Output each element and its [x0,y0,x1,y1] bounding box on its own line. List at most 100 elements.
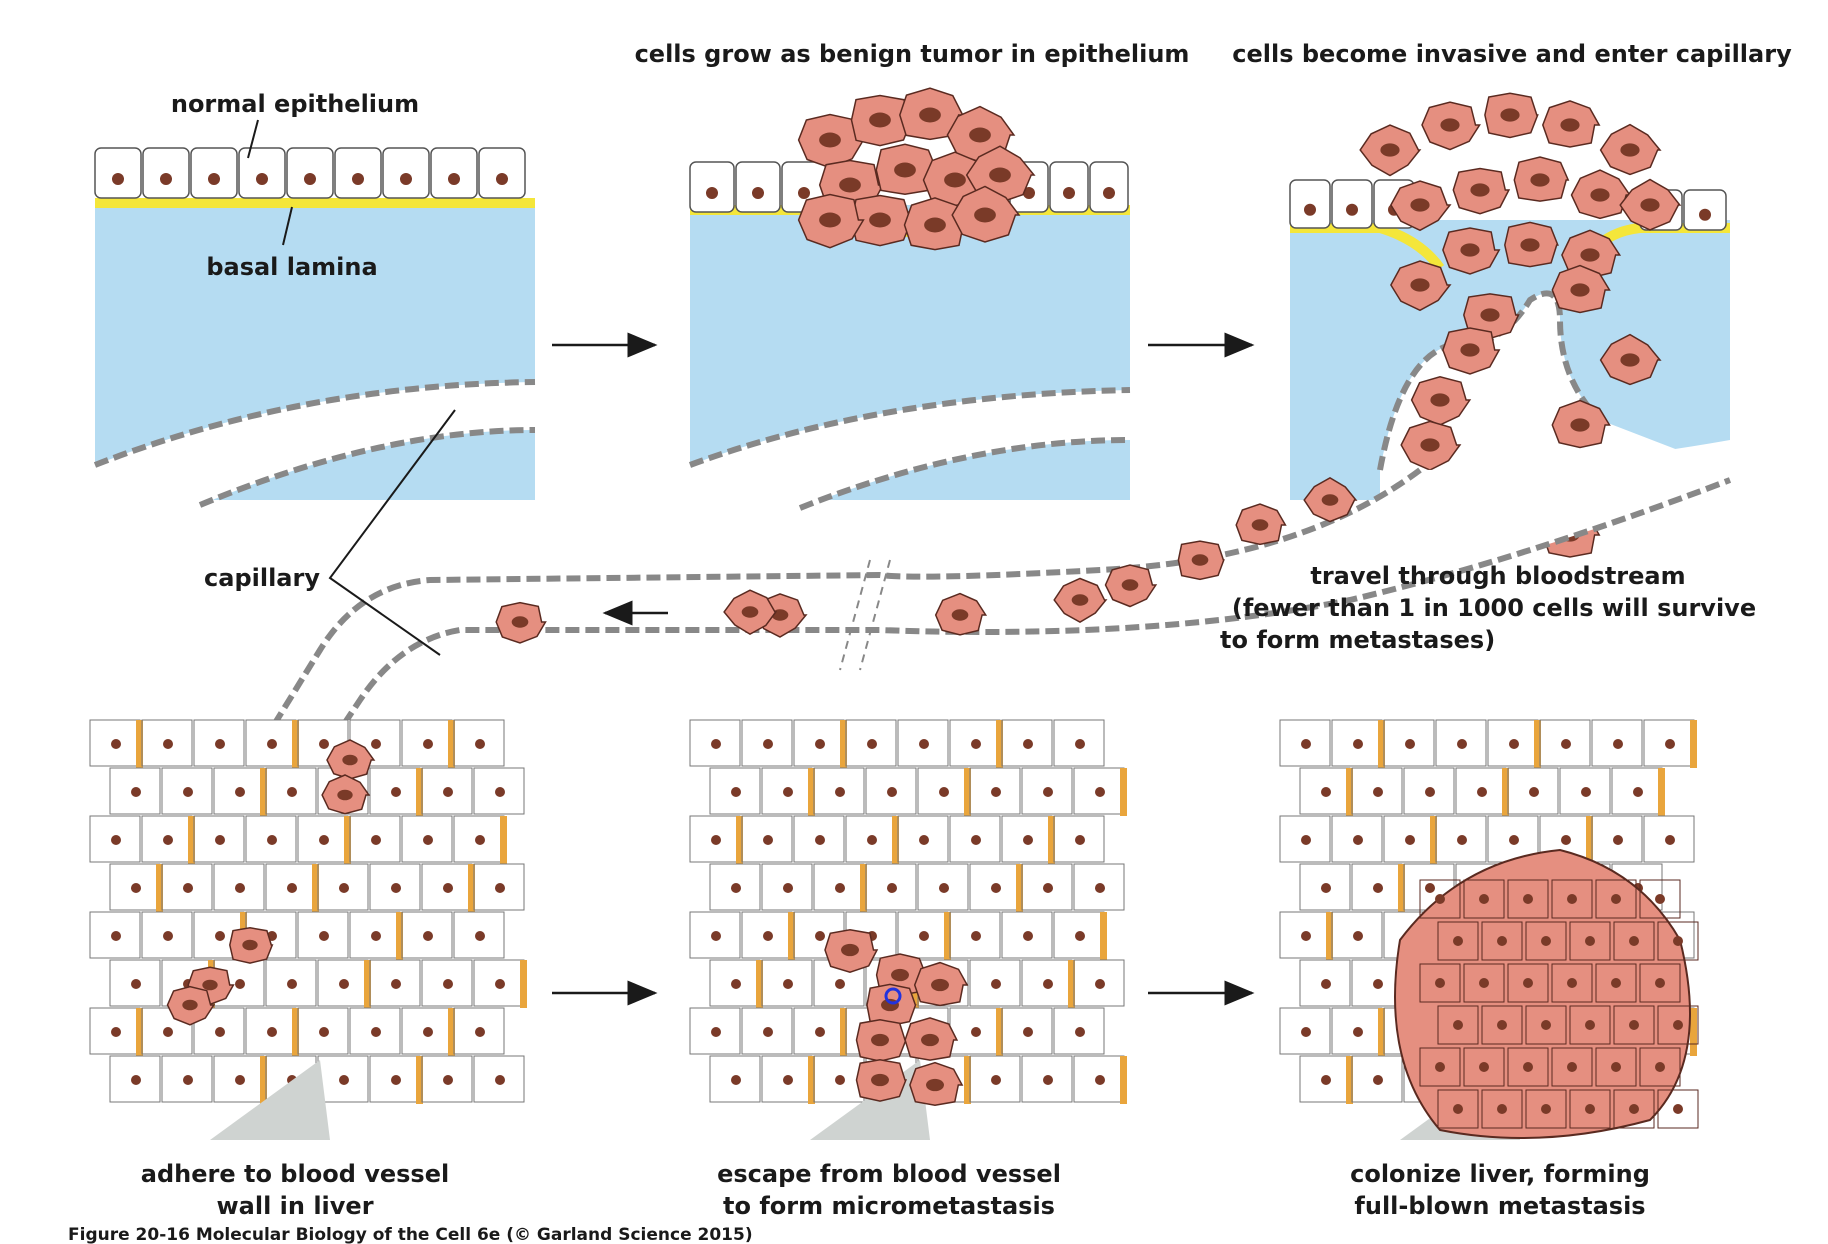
circulating-tumor-cells [495,477,1358,644]
nucleus [1095,979,1105,989]
nucleus [971,835,981,845]
nucleus [111,739,121,749]
bile-canaliculus [1430,816,1437,864]
nucleus [339,1075,349,1085]
hepatocyte [1299,959,1351,1007]
metastasis-cell [1437,1005,1479,1045]
hepatocyte [89,815,141,863]
hepatocyte [109,1055,161,1103]
nucleus [1585,1104,1595,1114]
hepatocyte [1279,719,1331,767]
hepatocyte [89,911,141,959]
nucleus [1673,1020,1683,1030]
nucleus [887,883,897,893]
metastasis-cell [1595,963,1637,1003]
nucleus [919,107,941,123]
bile-canaliculus [1658,768,1665,816]
hepatocyte [265,959,317,1007]
nucleus [1430,393,1450,407]
nucleus [839,177,861,193]
bile-canaliculus [1378,1008,1385,1056]
nucleus [1063,187,1075,199]
nucleus [969,127,991,143]
bile-canaliculus [1398,864,1405,912]
nucleus [783,787,793,797]
nucleus [783,1075,793,1085]
central-vein-area [210,1060,330,1140]
hepatocyte [1351,767,1403,815]
nucleus [1470,183,1490,197]
bile-canaliculus [996,720,1003,768]
nucleus [919,931,929,941]
nucleus [1479,978,1489,988]
nucleus [475,835,485,845]
label-step2: cells grow as benign tumor in epithelium [635,40,1190,68]
nucleus [391,787,401,797]
nucleus [815,739,825,749]
bile-canaliculus [964,1056,971,1104]
metastasis-cell [1525,921,1567,961]
nucleus [1251,519,1269,531]
nucleus [1611,978,1621,988]
hepatocyte [161,1055,213,1103]
bile-canaliculus [364,960,371,1008]
nucleus [819,212,841,228]
nucleus [183,883,193,893]
bile-canaliculus [1690,1008,1697,1056]
bile-canaliculus [396,912,403,960]
label-capillary: capillary [204,564,320,592]
nucleus [215,739,225,749]
nucleus [443,1075,453,1085]
nucleus [1435,894,1445,904]
nucleus [1043,1075,1053,1085]
hepatocyte [949,815,1001,863]
nucleus [815,835,825,845]
label-travel-line2: (fewer than 1 in 1000 cells will survive [1232,594,1756,622]
nucleus [215,835,225,845]
nucleus [1405,835,1415,845]
panel-liver-micrometastasis [689,719,1130,1140]
panel-liver-adhere [89,719,530,1140]
nucleus [835,979,845,989]
bile-canaliculus [860,864,867,912]
nucleus [1075,931,1085,941]
bile-canaliculus [156,864,163,912]
nucleus [1633,787,1643,797]
nucleus [1043,979,1053,989]
nucleus [495,979,505,989]
hepatocyte [741,1007,793,1055]
nucleus [991,883,1001,893]
hepatocyte [1053,719,1105,767]
nucleus [1529,787,1539,797]
nucleus [1405,739,1415,749]
bile-canaliculus [1016,864,1023,912]
panel-normal-epithelium [93,119,536,508]
hepatocyte [401,911,453,959]
nucleus [423,931,433,941]
hepatocyte [1331,911,1383,959]
hepatocyte [689,1007,741,1055]
label-travel-line3: to form metastases) [1220,626,1495,654]
nucleus [989,167,1011,183]
nucleus [1353,931,1363,941]
nucleus [1457,835,1467,845]
bile-canaliculus [964,768,971,816]
hepatocyte [1053,815,1105,863]
bile-canaliculus [136,1008,143,1056]
capillary-wall-upper [93,379,536,468]
hepatocyte [917,863,969,911]
nucleus [371,835,381,845]
nucleus [1023,931,1033,941]
nucleus [1590,188,1610,202]
hepatocyte [193,1007,245,1055]
hepatocyte [709,863,761,911]
nucleus [1613,835,1623,845]
metastasis-cell [1507,963,1549,1003]
bile-canaliculus [840,1008,847,1056]
nucleus [1561,739,1571,749]
hepatocyte [1001,719,1053,767]
metastasis-cell [1551,963,1593,1003]
nucleus [1479,1062,1489,1072]
nucleus [1373,787,1383,797]
hepatocyte [689,719,741,767]
